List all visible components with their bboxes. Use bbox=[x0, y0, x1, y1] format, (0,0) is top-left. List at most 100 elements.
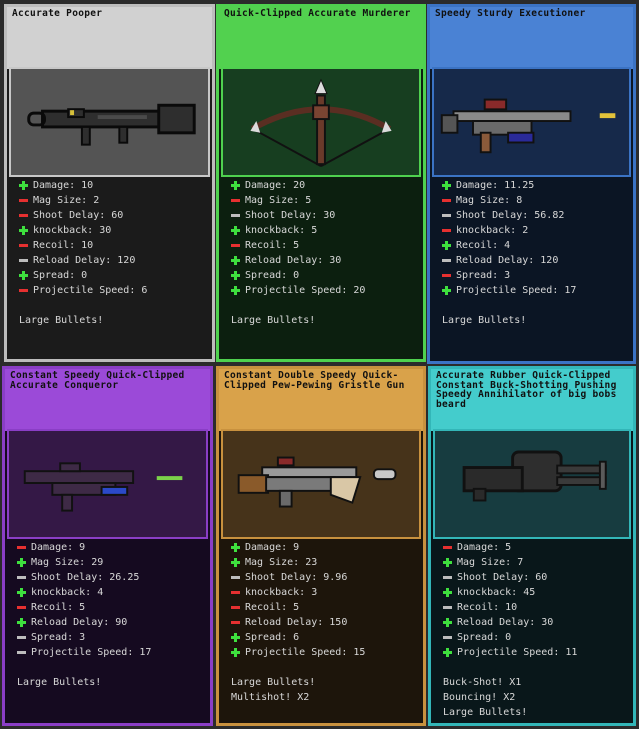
weapon-trait: Large Bullets! bbox=[442, 315, 527, 326]
stat-indicator-icon bbox=[231, 196, 240, 205]
stat-label: Mag Size: 7 bbox=[457, 557, 524, 568]
stat-indicator-icon bbox=[231, 226, 240, 235]
stat-label: Recoil: 5 bbox=[245, 602, 300, 613]
stat-label: Projectile Speed: 11 bbox=[457, 647, 578, 658]
stat-label: Shoot Delay: 9.96 bbox=[245, 572, 348, 583]
stat-row: Spread: 0 bbox=[11, 268, 208, 283]
stat-row: Mag Size: 29 bbox=[9, 555, 206, 570]
weapon-card-executioner[interactable]: Speedy Sturdy Executioner Damage: 11.25 … bbox=[427, 4, 636, 364]
stat-indicator-icon bbox=[17, 603, 26, 612]
weapon-trait: Bouncing! X2 bbox=[443, 692, 516, 703]
stat-row: Mag Size: 23 bbox=[223, 555, 419, 570]
weapon-trait: Large Bullets! bbox=[17, 677, 102, 688]
stat-label: Shoot Delay: 26.25 bbox=[31, 572, 140, 583]
weapon-image-frame bbox=[433, 429, 631, 539]
weapon-stats: Damage: 9 Mag Size: 23 Shoot Delay: 9.96… bbox=[223, 540, 419, 721]
stat-indicator-icon bbox=[19, 226, 28, 235]
stat-indicator-icon bbox=[443, 573, 452, 582]
stat-indicator-icon bbox=[443, 543, 452, 552]
weapon-card-gristle-gun[interactable]: Constant Double Speedy Quick-Clipped Pew… bbox=[216, 366, 426, 726]
stat-indicator-icon bbox=[231, 603, 240, 612]
weapon-card-accurate-pooper[interactable]: Accurate Pooper Damage: 10 Mag Size: 2 S… bbox=[4, 4, 215, 362]
weapon-stats: Damage: 11.25 Mag Size: 8 Shoot Delay: 5… bbox=[434, 178, 629, 359]
stat-label: knockback: 45 bbox=[457, 587, 536, 598]
stat-indicator-icon bbox=[19, 256, 28, 265]
stat-row: knockback: 30 bbox=[11, 223, 208, 238]
weapon-stats: Damage: 9 Mag Size: 29 Shoot Delay: 26.2… bbox=[9, 540, 206, 721]
stat-indicator-icon bbox=[442, 196, 451, 205]
stat-indicator-icon bbox=[231, 618, 240, 627]
stat-label: Mag Size: 2 bbox=[33, 195, 100, 206]
weapon-card-annihilator[interactable]: Accurate Rubber Quick-Clipped Constant B… bbox=[428, 366, 636, 726]
stat-label: Reload Delay: 90 bbox=[31, 617, 128, 628]
stat-label: Damage: 9 bbox=[245, 542, 300, 553]
stat-indicator-icon bbox=[19, 181, 28, 190]
weapon-stats: Damage: 10 Mag Size: 2 Shoot Delay: 60 k… bbox=[11, 178, 208, 357]
weapon-trait: Multishot! X2 bbox=[231, 692, 310, 703]
stat-indicator-icon bbox=[17, 573, 26, 582]
weapon-title: Constant Speedy Quick-Clipped Accurate C… bbox=[5, 369, 210, 431]
stat-label: Mag Size: 29 bbox=[31, 557, 104, 568]
weapon-stats: Damage: 5 Mag Size: 7 Shoot Delay: 60 kn… bbox=[435, 540, 629, 721]
stat-row: Shoot Delay: 9.96 bbox=[223, 570, 419, 585]
stat-label: Shoot Delay: 60 bbox=[457, 572, 548, 583]
stat-label: Damage: 10 bbox=[33, 180, 94, 191]
stat-label: Reload Delay: 30 bbox=[457, 617, 554, 628]
stat-label: Projectile Speed: 17 bbox=[31, 647, 152, 658]
stat-row: Recoil: 5 bbox=[9, 600, 206, 615]
stat-label: Spread: 0 bbox=[33, 270, 88, 281]
stat-label: Damage: 5 bbox=[457, 542, 512, 553]
shotgun-icon bbox=[237, 456, 397, 508]
stat-label: Recoil: 10 bbox=[457, 602, 518, 613]
weapon-title: Quick-Clipped Accurate Murderer bbox=[219, 7, 423, 69]
stat-label: Damage: 20 bbox=[245, 180, 306, 191]
stat-indicator-icon bbox=[443, 588, 452, 597]
weapon-title: Accurate Pooper bbox=[7, 7, 212, 69]
stat-row: Spread: 0 bbox=[435, 630, 629, 645]
stat-label: Shoot Delay: 30 bbox=[245, 210, 336, 221]
stat-row: Projectile Speed: 17 bbox=[434, 283, 629, 298]
weapon-image-frame bbox=[221, 429, 421, 539]
stat-row: Reload Delay: 90 bbox=[9, 615, 206, 630]
stat-row: Recoil: 10 bbox=[11, 238, 208, 253]
stat-row: Mag Size: 8 bbox=[434, 193, 629, 208]
stat-indicator-icon bbox=[231, 633, 240, 642]
weapon-card-conqueror[interactable]: Constant Speedy Quick-Clipped Accurate C… bbox=[2, 366, 213, 726]
stat-indicator-icon bbox=[17, 648, 26, 657]
stat-label: knockback: 4 bbox=[31, 587, 104, 598]
rifle-icon bbox=[440, 98, 616, 154]
weapon-title: Speedy Sturdy Executioner bbox=[430, 7, 633, 69]
stat-label: knockback: 30 bbox=[33, 225, 112, 236]
stat-row: Damage: 11.25 bbox=[434, 178, 629, 193]
stat-row: Projectile Speed: 15 bbox=[223, 645, 419, 660]
stat-row: Reload Delay: 120 bbox=[434, 253, 629, 268]
stat-indicator-icon bbox=[231, 241, 240, 250]
stat-row: Shoot Delay: 56.82 bbox=[434, 208, 629, 223]
stat-label: Reload Delay: 120 bbox=[456, 255, 559, 266]
stat-indicator-icon bbox=[231, 558, 240, 567]
stat-label: Mag Size: 5 bbox=[245, 195, 312, 206]
assault-rifle-icon bbox=[23, 462, 183, 512]
minigun-icon bbox=[462, 450, 607, 502]
stat-row: Damage: 10 bbox=[11, 178, 208, 193]
stat-row: Projectile Speed: 20 bbox=[223, 283, 419, 298]
stat-label: Shoot Delay: 56.82 bbox=[456, 210, 565, 221]
stat-row: Spread: 3 bbox=[434, 268, 629, 283]
stat-label: Mag Size: 8 bbox=[456, 195, 523, 206]
stat-row: Mag Size: 7 bbox=[435, 555, 629, 570]
stat-label: Recoil: 10 bbox=[33, 240, 94, 251]
weapon-card-murderer[interactable]: Quick-Clipped Accurate Murderer Damage: … bbox=[216, 4, 426, 362]
stat-indicator-icon bbox=[443, 648, 452, 657]
stat-row: knockback: 2 bbox=[434, 223, 629, 238]
stat-indicator-icon bbox=[19, 241, 28, 250]
weapon-trait: Buck-Shot! X1 bbox=[443, 677, 522, 688]
stat-label: knockback: 3 bbox=[245, 587, 318, 598]
stat-indicator-icon bbox=[442, 271, 451, 280]
weapon-trait: Large Bullets! bbox=[231, 315, 316, 326]
stat-label: Recoil: 5 bbox=[31, 602, 86, 613]
stat-row: Damage: 5 bbox=[435, 540, 629, 555]
weapon-trait: Large Bullets! bbox=[443, 707, 528, 718]
stat-indicator-icon bbox=[442, 256, 451, 265]
stat-indicator-icon bbox=[231, 543, 240, 552]
crossbow-icon bbox=[250, 78, 392, 167]
